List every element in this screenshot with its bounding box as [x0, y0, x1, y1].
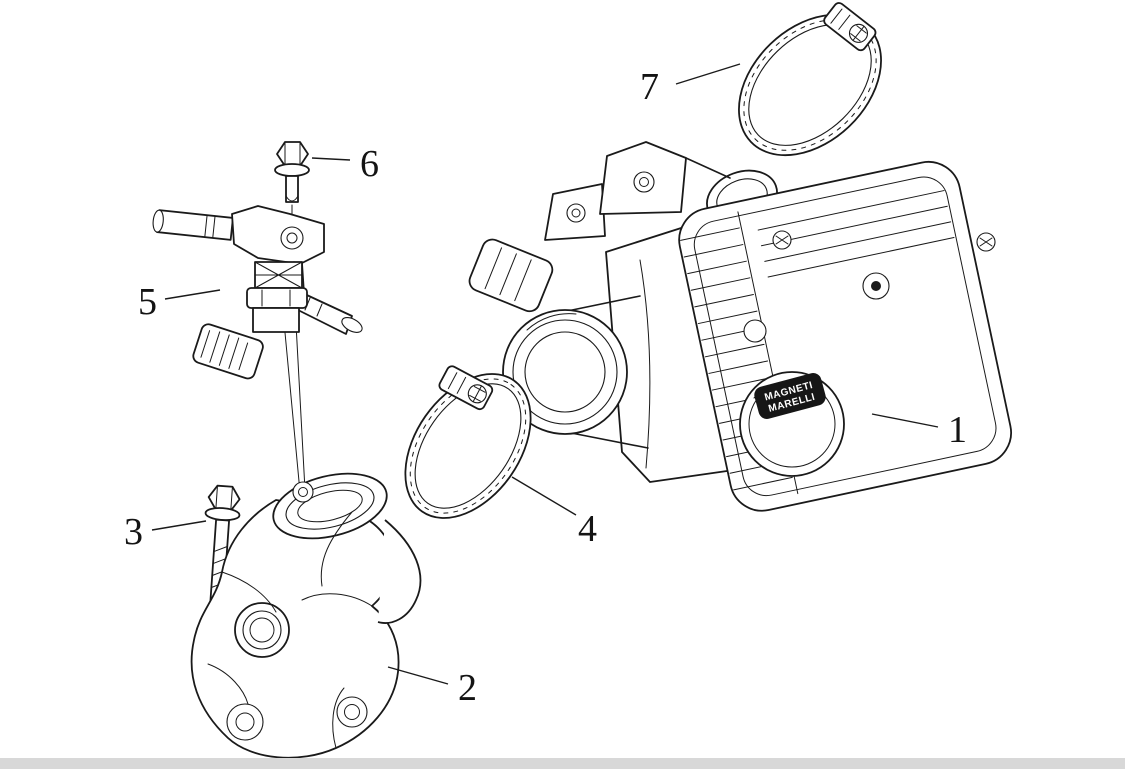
fuel-rail-block	[231, 205, 325, 265]
manifold-ear-hole	[292, 481, 314, 503]
injector-body	[252, 307, 300, 333]
injector-collar	[246, 287, 308, 309]
flange-lobe	[226, 703, 264, 741]
leader-line-5	[164, 289, 221, 300]
clamp-worm-screw-housing	[438, 365, 494, 411]
part-label-5: 5	[138, 281, 157, 323]
leader-line-3	[151, 520, 207, 531]
flange-lobe	[336, 696, 368, 728]
part-label-6: 6	[360, 143, 379, 185]
clamp-band-slots	[409, 378, 527, 514]
manifold-runner	[377, 519, 422, 624]
bolt-hex-head	[276, 141, 309, 167]
cover-hole	[743, 319, 767, 343]
rail-bolt-hole	[280, 226, 304, 250]
part-label-2: 2	[458, 667, 477, 709]
brand-plate: MAGNETI MARELLI	[754, 373, 826, 419]
electrical-connector	[468, 238, 554, 313]
bolt-threads	[210, 545, 228, 600]
leader-line-6	[311, 157, 351, 161]
leader-line-2	[387, 666, 449, 685]
fuel-tube-left	[152, 209, 234, 241]
part-6-hex-bolt	[274, 141, 310, 203]
bolt-flange	[204, 507, 241, 522]
part-label-1: 1	[948, 409, 967, 451]
part-label-3: 3	[124, 511, 143, 553]
bolt-shaft	[285, 175, 299, 203]
part-4-hose-clamp	[404, 365, 532, 519]
leader-line-7	[675, 63, 741, 85]
injector-connector	[192, 323, 264, 380]
part-1-throttle-body: MAGNETI MARELLI	[468, 141, 1012, 512]
leader-line-1	[871, 413, 939, 428]
part-label-4: 4	[578, 508, 597, 550]
part-7-hose-clamp	[738, 2, 882, 157]
footer-bar	[0, 758, 1125, 769]
ecu-cover-ridges	[757, 190, 955, 278]
leader-line-4	[511, 476, 577, 516]
clamp-worm-screw-housing	[823, 2, 877, 52]
part-2-intake-manifold	[190, 472, 422, 759]
part-label-7: 7	[640, 66, 659, 108]
alignment-line	[283, 321, 301, 493]
part-5-fuel-injector	[152, 204, 363, 493]
bolt-flange	[274, 163, 310, 177]
